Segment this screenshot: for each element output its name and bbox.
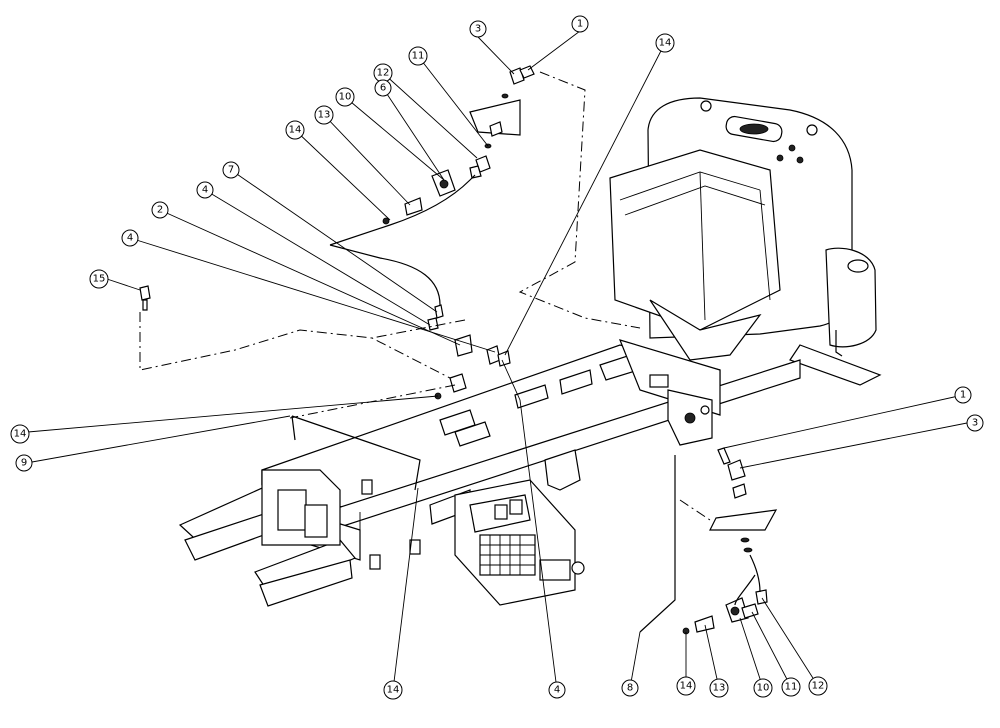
callout-15: 15 xyxy=(89,269,109,289)
svg-text:14: 14 xyxy=(659,38,672,49)
callout-4-a: 4 xyxy=(196,181,214,199)
svg-text:2: 2 xyxy=(157,205,163,216)
callout-14-mid: 14 xyxy=(285,120,305,140)
svg-text:4: 4 xyxy=(127,233,133,244)
svg-text:7: 7 xyxy=(228,165,234,176)
svg-text:8: 8 xyxy=(627,683,633,694)
callout-14-left: 14 xyxy=(10,424,30,444)
svg-text:13: 13 xyxy=(318,110,331,121)
svg-text:9: 9 xyxy=(21,458,27,469)
callout-13-br: 13 xyxy=(709,678,729,698)
callout-3-right: 3 xyxy=(966,414,984,432)
svg-text:11: 11 xyxy=(785,682,798,693)
callout-1-right: 1 xyxy=(954,386,972,404)
svg-text:12: 12 xyxy=(377,68,390,79)
svg-text:10: 10 xyxy=(757,683,770,694)
svg-text:4: 4 xyxy=(554,685,560,696)
callout-9: 9 xyxy=(15,454,33,472)
callout-11-br: 11 xyxy=(781,677,801,697)
callout-10-top: 10 xyxy=(335,87,355,107)
callout-14-br: 14 xyxy=(676,676,696,696)
callout-13-top: 13 xyxy=(314,105,334,125)
callout-3-top: 3 xyxy=(469,20,487,38)
leader-lines xyxy=(27,30,968,691)
callout-10-br: 10 xyxy=(753,678,773,698)
callout-14-top: 14 xyxy=(655,33,675,53)
callout-12-br: 12 xyxy=(808,676,828,696)
svg-text:3: 3 xyxy=(972,418,978,429)
callout-2: 2 xyxy=(151,201,169,219)
callout-8: 8 xyxy=(621,679,639,697)
svg-text:3: 3 xyxy=(475,24,481,35)
svg-text:1: 1 xyxy=(577,19,583,30)
svg-text:14: 14 xyxy=(680,681,693,692)
svg-text:6: 6 xyxy=(380,83,386,94)
svg-text:14: 14 xyxy=(387,685,400,696)
svg-text:4: 4 xyxy=(202,185,208,196)
callout-14-bottom: 14 xyxy=(383,680,403,700)
hose-lines xyxy=(291,174,756,633)
valve-block xyxy=(454,479,585,606)
main-frame xyxy=(178,339,801,607)
valve-assembly-right xyxy=(682,447,778,635)
svg-text:13: 13 xyxy=(713,683,726,694)
svg-text:15: 15 xyxy=(93,274,106,285)
svg-text:11: 11 xyxy=(412,51,425,62)
callout-11-top: 11 xyxy=(408,46,428,66)
hopper-tank xyxy=(609,97,882,386)
callout-7: 7 xyxy=(222,161,240,179)
callout-4-b: 4 xyxy=(121,229,139,247)
svg-text:12: 12 xyxy=(812,681,825,692)
svg-text:14: 14 xyxy=(289,125,302,136)
valve-assembly-top xyxy=(139,65,535,400)
svg-text:1: 1 xyxy=(960,390,966,401)
svg-text:14: 14 xyxy=(14,429,27,440)
callout-6-top: 6 xyxy=(374,79,392,97)
callout-12-top: 12 xyxy=(373,63,393,83)
callout-1-top: 1 xyxy=(571,15,589,33)
svg-text:10: 10 xyxy=(339,92,352,103)
callout-4-bottom: 4 xyxy=(548,681,566,699)
